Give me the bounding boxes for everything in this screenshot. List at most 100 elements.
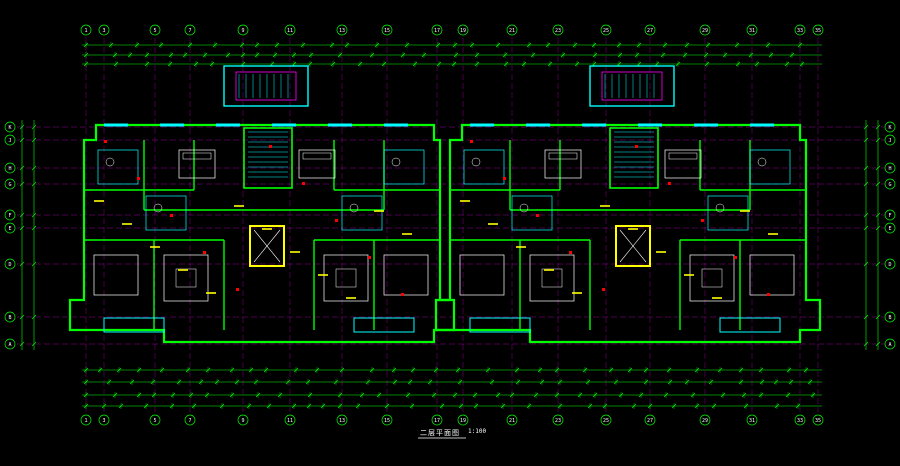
axis-bubble-label: E — [8, 226, 11, 232]
pillow — [669, 153, 697, 159]
bedroom-bed — [384, 255, 428, 295]
marker-dot — [236, 288, 239, 291]
room-label-mark — [516, 246, 526, 248]
toilet — [472, 158, 480, 166]
axis-bubble-label: 25 — [603, 418, 609, 424]
room-label-mark — [740, 210, 750, 212]
axis-bubble-label: 11 — [287, 28, 293, 34]
wall-outline — [70, 66, 820, 342]
bathroom — [146, 196, 186, 230]
room-label-mark — [150, 246, 160, 248]
axis-bubble-label: K — [8, 125, 11, 131]
marker-dot — [635, 145, 638, 148]
axis-bubble-label: 7 — [188, 418, 191, 424]
toilet — [350, 204, 358, 212]
room-label-mark — [684, 274, 694, 276]
bedroom-bed — [94, 255, 138, 295]
room-label-mark — [206, 292, 216, 294]
bathroom — [342, 196, 382, 230]
marker-dot — [668, 182, 671, 185]
axis-bubble-label: J — [888, 138, 891, 144]
sofa-set — [164, 255, 208, 301]
toilet — [392, 158, 400, 166]
bathroom — [384, 150, 424, 184]
axis-bubble-label: 23 — [555, 28, 561, 34]
axis-bubble-label: A — [8, 342, 11, 348]
marker-dot — [470, 140, 473, 143]
axis-bubble-label: H — [888, 166, 891, 172]
room-label-mark — [178, 269, 188, 271]
room-label-mark — [402, 233, 412, 235]
room-details — [94, 74, 794, 301]
toilet — [758, 158, 766, 166]
room-label-mark — [318, 274, 328, 276]
room-label-mark — [712, 297, 722, 299]
bathroom — [512, 196, 552, 230]
marker-dot — [203, 251, 206, 254]
bed — [299, 150, 335, 178]
room-label-mark — [122, 223, 132, 225]
toilet — [106, 158, 114, 166]
axis-bubble-label: 17 — [434, 28, 440, 34]
axis-bubble-label: 27 — [647, 418, 653, 424]
room-label-mark — [600, 205, 610, 207]
balcony — [720, 318, 780, 332]
axis-bubble-label: 15 — [384, 418, 390, 424]
axis-bubble-label: B — [888, 315, 891, 321]
room-label-mark — [94, 200, 104, 202]
room-label-mark — [572, 292, 582, 294]
axis-bubble-label: 21 — [509, 28, 515, 34]
marker-dot — [170, 214, 173, 217]
marker-dot — [335, 219, 338, 222]
axis-bubble-label: 33 — [797, 28, 803, 34]
bed — [665, 150, 701, 178]
axis-bubble-label: 1 — [84, 28, 87, 34]
drawing-title: 二层平面图 — [420, 428, 460, 438]
axis-bubble-label: 9 — [241, 28, 244, 34]
pillow — [303, 153, 331, 159]
bedroom-bed — [750, 255, 794, 295]
toilet — [716, 204, 724, 212]
axis-bubble-label: 3 — [102, 28, 105, 34]
axis-bubble-label: 19 — [460, 418, 466, 424]
bathroom — [708, 196, 748, 230]
axis-bubble-label: A — [888, 342, 891, 348]
axis-bubble-label: B — [8, 315, 11, 321]
axis-bubble-label: 21 — [509, 418, 515, 424]
room-label-mark — [460, 200, 470, 202]
axis-bubble-label: F — [888, 213, 891, 219]
marker-dot — [602, 288, 605, 291]
axis-bubble-label: 35 — [815, 418, 821, 424]
marker-dot — [569, 251, 572, 254]
marker-dot — [269, 145, 272, 148]
marker-dot — [401, 293, 404, 296]
axis-bubble-label: E — [888, 226, 891, 232]
drawing-scale: 1:100 — [468, 428, 486, 435]
sofa-set — [690, 255, 734, 301]
room-label-mark — [374, 210, 384, 212]
axis-bubble-label: 31 — [749, 418, 755, 424]
marker-dot — [104, 140, 107, 143]
pillow — [549, 153, 577, 159]
marker-dot — [503, 177, 506, 180]
axis-bubble-label: 13 — [339, 28, 345, 34]
axis-bubble-label: 19 — [460, 28, 466, 34]
room-label-mark — [262, 228, 272, 230]
room-label-mark — [656, 251, 666, 253]
balcony — [354, 318, 414, 332]
sofa-set — [530, 255, 574, 301]
stair-core-inner — [602, 72, 662, 100]
room-label-mark — [234, 205, 244, 207]
marker-dot — [302, 182, 305, 185]
axis-bubble-label: 25 — [603, 28, 609, 34]
axis-bubble-label: 15 — [384, 28, 390, 34]
axis-bubble-label: 17 — [434, 418, 440, 424]
axis-bubble-label: 7 — [188, 28, 191, 34]
marker-dot — [137, 177, 140, 180]
marker-dot — [767, 293, 770, 296]
toilet — [520, 204, 528, 212]
room-label-mark — [544, 269, 554, 271]
pillow — [183, 153, 211, 159]
axis-bubble-label: 29 — [702, 28, 708, 34]
